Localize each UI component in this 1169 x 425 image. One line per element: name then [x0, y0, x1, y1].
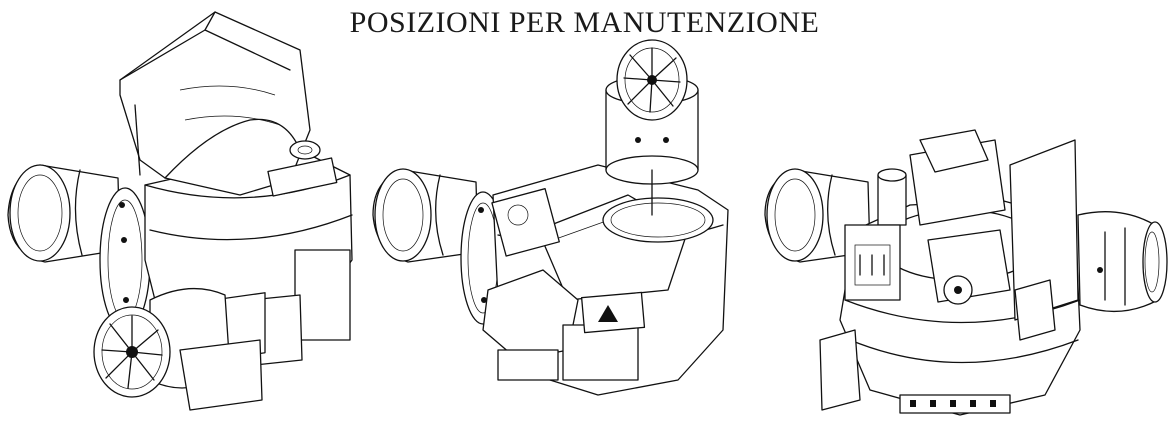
blast-tube-right	[764, 168, 871, 263]
base-plate	[179, 339, 263, 411]
terminal-block	[819, 279, 1056, 414]
solenoid-coils	[844, 224, 1011, 305]
burner-figure-fan-up	[368, 0, 758, 425]
side-panel	[1009, 139, 1079, 321]
blast-tube-left	[7, 164, 121, 263]
page-title: POSIZIONI PER MANUTENZIONE	[349, 6, 820, 39]
pressure-switch	[267, 140, 338, 197]
fan-wheel-raised	[605, 39, 699, 216]
fan-wheel-side	[1077, 211, 1168, 313]
electrical-components	[482, 269, 646, 381]
gas-valve-block	[877, 129, 1006, 226]
burner-figure-cover-fan-front	[0, 0, 370, 425]
air-damper-ring	[602, 197, 714, 243]
burner-figure-valve-side	[760, 0, 1169, 425]
air-intake-cover	[119, 11, 311, 196]
blast-tube-center	[372, 168, 479, 263]
